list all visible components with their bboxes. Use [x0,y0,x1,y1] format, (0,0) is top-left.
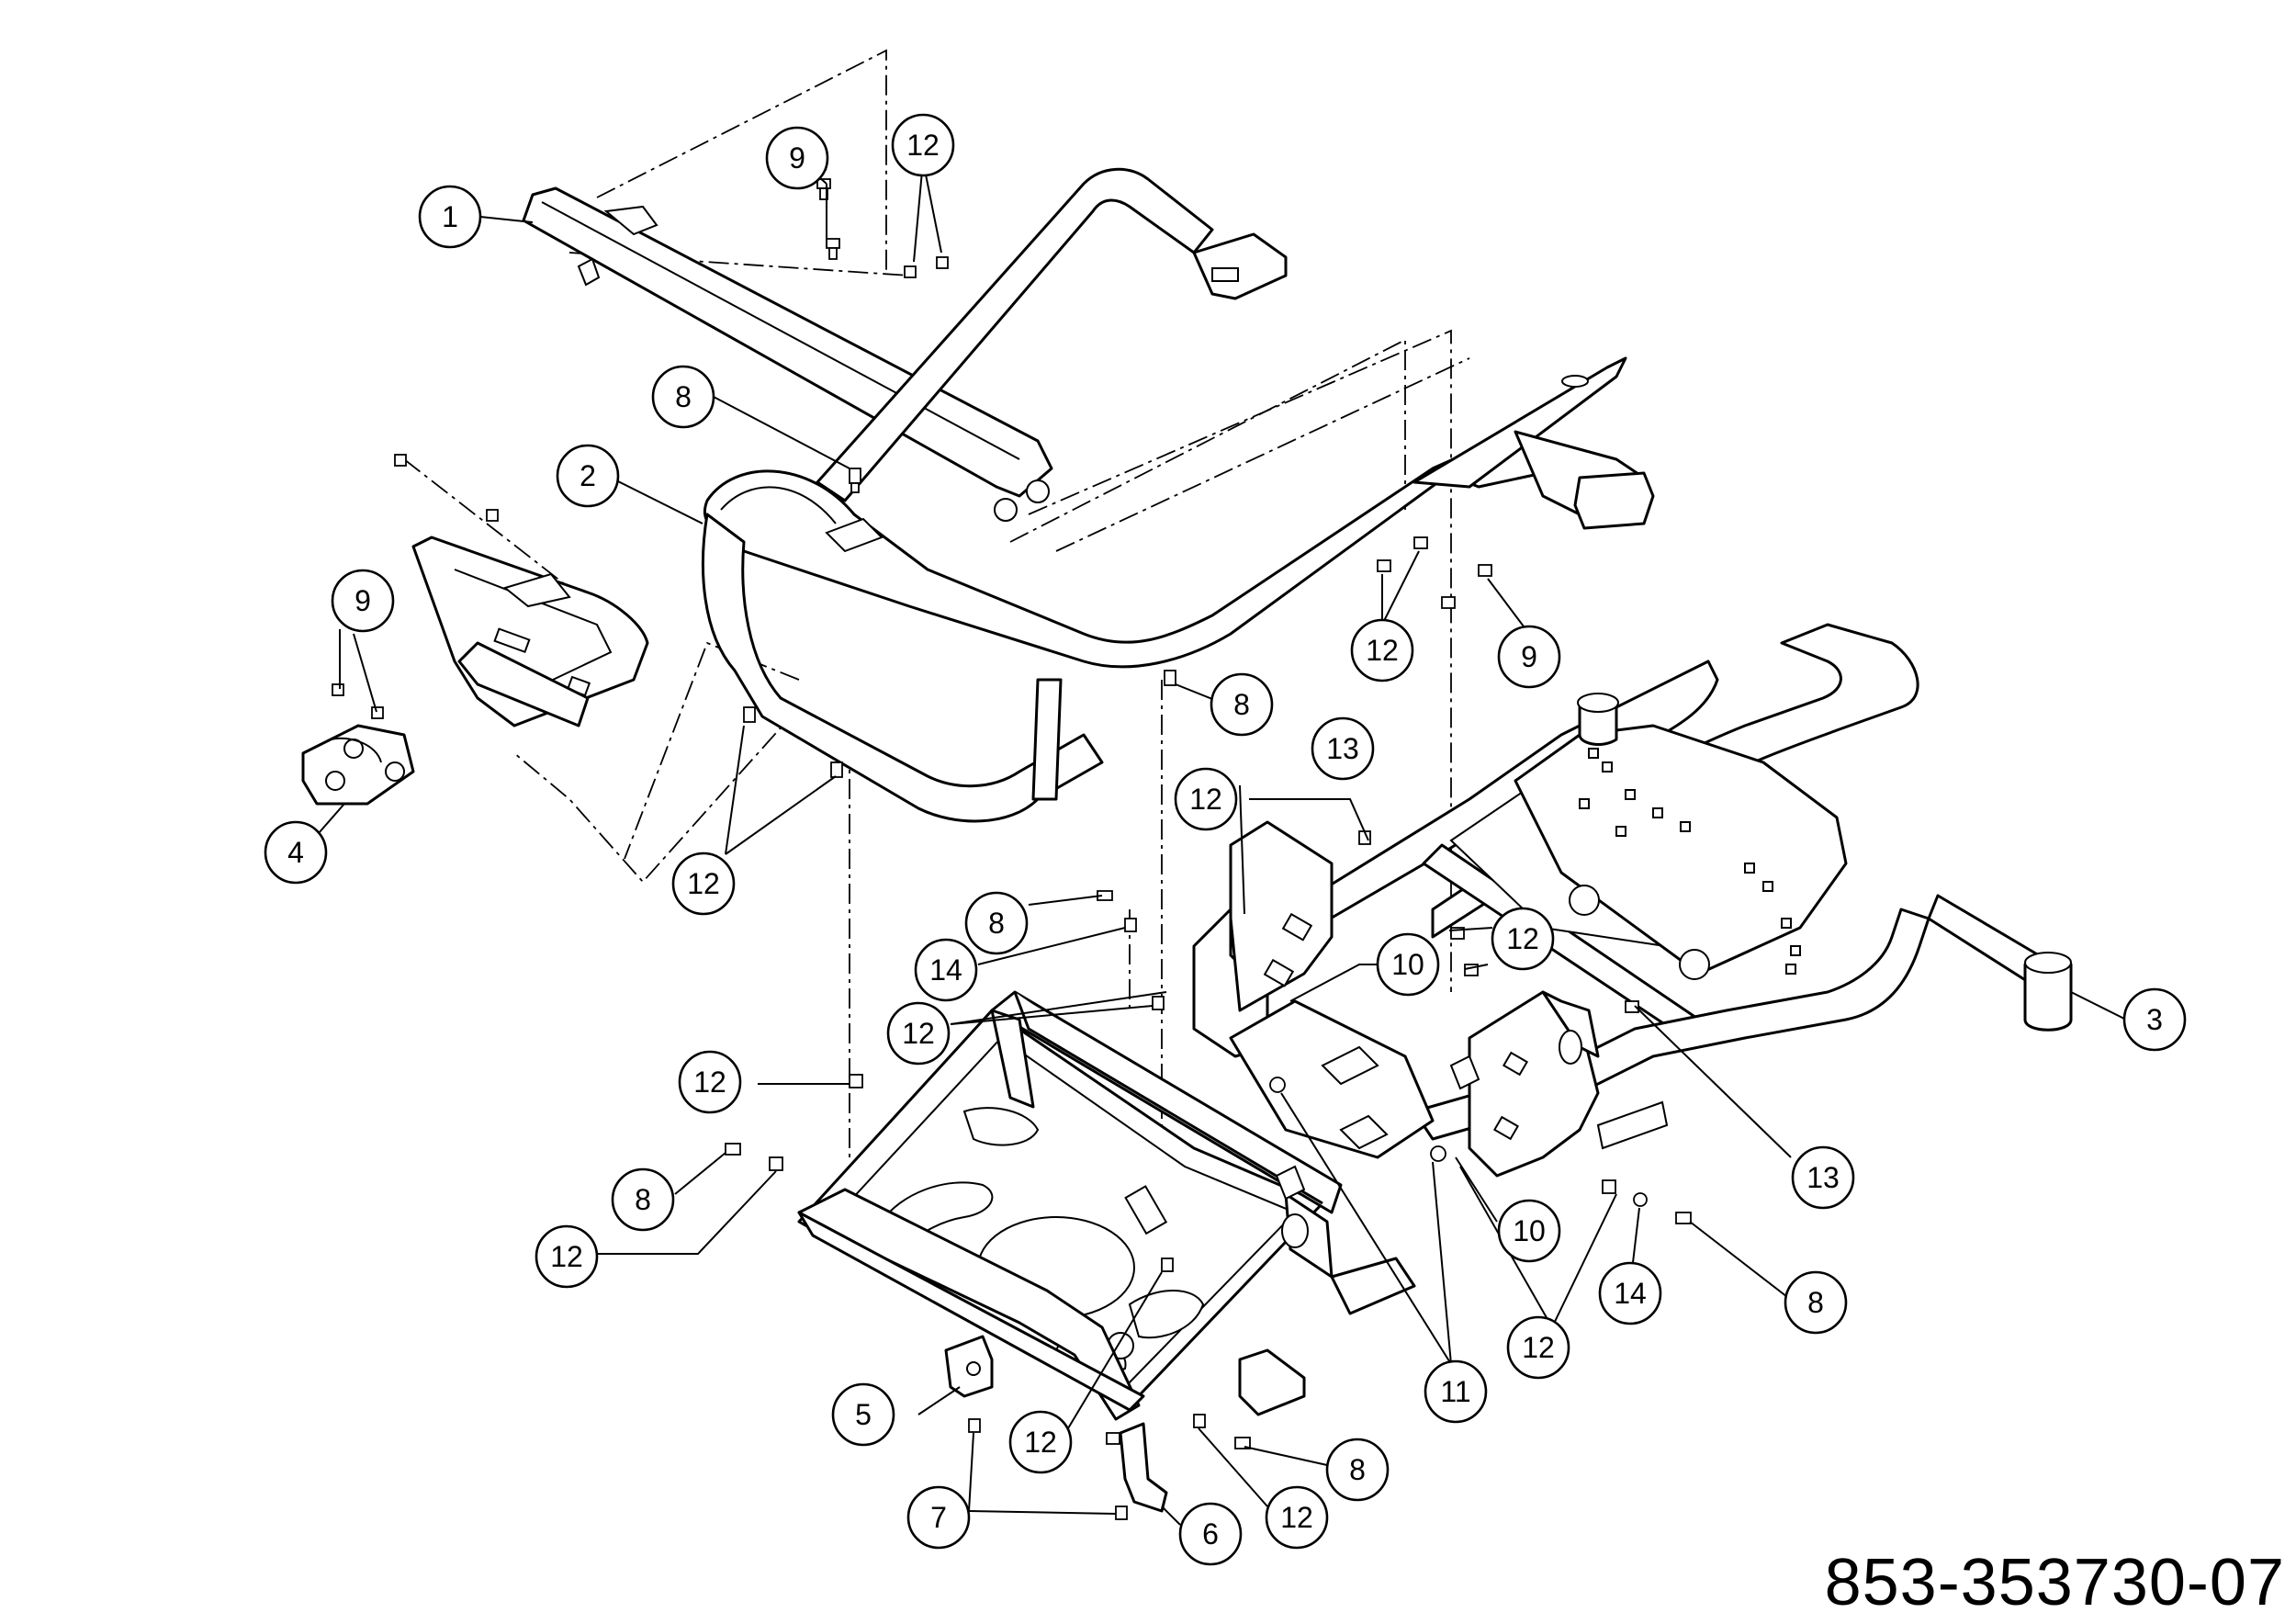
svg-text:14: 14 [929,953,962,987]
svg-text:9: 9 [355,584,371,617]
part-number-label: 853-353730-07 [1824,1546,2285,1619]
callout-12-bottom-center: 12 [1008,1410,1073,1474]
svg-text:5: 5 [855,1398,872,1431]
top-handle-rod [816,167,1288,502]
callout-14-left: 14 [914,938,978,1002]
callout-7: 7 [906,1485,971,1550]
svg-text:10: 10 [1513,1214,1546,1247]
svg-text:12: 12 [1506,922,1539,955]
callout-12-right-mid: 12 [1491,907,1555,971]
callout-12-bottom: 12 [1265,1485,1329,1550]
callout-12-bottom-left: 12 [535,1224,599,1289]
svg-text:11: 11 [1440,1375,1470,1408]
front-deck [797,990,1416,1421]
callout-8-bottom: 8 [1325,1438,1390,1502]
callout-10-top: 10 [1376,932,1440,997]
svg-text:1: 1 [442,200,458,233]
svg-text:6: 6 [1202,1517,1219,1551]
svg-text:12: 12 [902,1017,935,1050]
alignment-lines [403,49,1470,1212]
svg-text:12: 12 [906,129,940,162]
callout-9-top: 9 [765,126,829,190]
svg-text:12: 12 [693,1066,726,1099]
callout-8-mid: 8 [1210,672,1274,737]
callout-13-right: 13 [1791,1145,1855,1210]
callout-12-lower-left: 12 [678,1050,742,1114]
callout-12-center-left: 12 [886,1001,951,1066]
svg-text:8: 8 [635,1183,651,1216]
svg-text:8: 8 [1349,1453,1366,1486]
callout-9-left: 9 [331,569,395,633]
svg-text:8: 8 [675,380,692,413]
part-6-bracket [1119,1422,1168,1513]
svg-text:9: 9 [789,141,805,175]
callout-1: 1 [418,185,482,249]
callout-12-left-frame: 12 [671,851,736,916]
part-3-main-frame [1311,623,2073,1150]
callout-8-upper: 8 [651,365,715,429]
callout-5: 5 [831,1382,895,1447]
callout-12-bottom-right: 12 [1506,1315,1570,1380]
svg-text:7: 7 [930,1501,947,1534]
svg-text:12: 12 [550,1240,583,1273]
callout-2: 2 [556,444,620,508]
svg-text:12: 12 [1522,1331,1555,1364]
svg-text:8: 8 [1233,688,1250,721]
callout-4: 4 [264,820,328,885]
callout-12-center: 12 [1174,767,1238,831]
callouts: 1 9 12 8 2 9 4 12 12 9 8 13 12 8 14 12 1… [264,113,2187,1566]
svg-text:2: 2 [580,459,596,492]
callout-13-top: 13 [1311,716,1375,781]
svg-text:12: 12 [1024,1426,1057,1459]
callout-12-top: 12 [891,113,955,177]
svg-text:9: 9 [1521,640,1537,673]
right-plate [1412,356,1655,530]
callout-10-lower: 10 [1497,1199,1561,1263]
svg-text:3: 3 [2146,1003,2163,1036]
part-5-bracket [944,1335,994,1398]
svg-text:12: 12 [1366,634,1399,667]
fasteners [332,178,1692,1520]
callout-8-lower-left: 8 [611,1167,675,1232]
part-1-cross-bar [522,186,1053,522]
callout-11: 11 [1424,1359,1488,1424]
svg-text:8: 8 [988,907,1005,940]
callout-8-center: 8 [964,891,1029,955]
part-4-bracket [301,724,415,806]
callout-14-right: 14 [1598,1261,1662,1325]
callout-6: 6 [1178,1502,1243,1566]
svg-text:13: 13 [1806,1161,1840,1194]
callout-12-right-top: 12 [1350,618,1414,682]
svg-text:12: 12 [687,867,720,900]
callout-3: 3 [2122,987,2187,1052]
svg-text:10: 10 [1391,948,1424,981]
svg-text:13: 13 [1326,732,1359,765]
left-mount-plate [411,536,649,727]
svg-text:12: 12 [1189,783,1222,816]
leader-lines [311,151,2127,1526]
seat-brackets [1192,820,1600,1201]
svg-text:8: 8 [1807,1286,1824,1319]
callout-8-right: 8 [1784,1270,1848,1335]
svg-text:12: 12 [1280,1501,1313,1534]
deck-slots [1579,748,1801,975]
callout-9-right: 9 [1497,625,1561,689]
svg-text:14: 14 [1614,1277,1647,1310]
svg-text:4: 4 [287,836,304,869]
